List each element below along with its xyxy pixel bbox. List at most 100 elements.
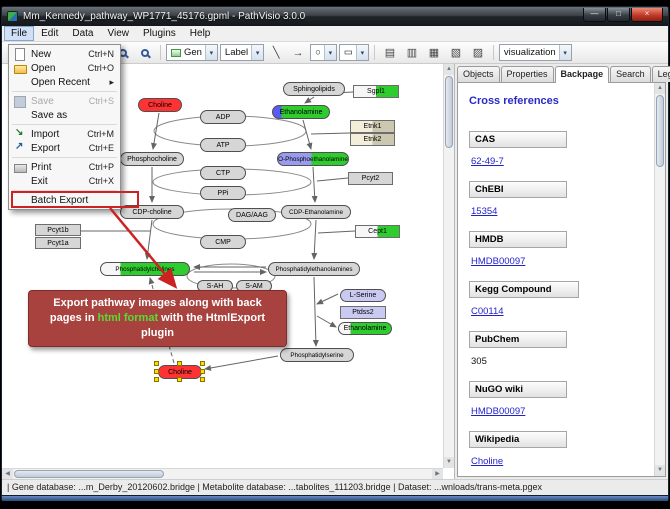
xref-value-chebi[interactable]: 15354 xyxy=(471,206,498,217)
tab-legend[interactable]: Legend xyxy=(651,66,670,82)
scrollbar-thumb[interactable] xyxy=(445,76,453,148)
label-combo[interactable]: Label▾ xyxy=(219,44,265,61)
pathway-node-ptdss2[interactable]: Ptdss2 xyxy=(340,306,386,319)
pathway-node-phosphocholine[interactable]: Phosphocholine xyxy=(120,152,184,166)
scrollbar-thumb[interactable] xyxy=(656,95,664,167)
selection-handle[interactable] xyxy=(200,369,205,374)
menu-file[interactable]: File xyxy=(4,26,35,41)
xref-section-hmdb[interactable]: HMDB xyxy=(469,231,567,248)
submenu-arrow-icon: ▸ xyxy=(109,76,114,87)
selection-handle[interactable] xyxy=(200,377,205,382)
scroll-down-icon[interactable]: ▼ xyxy=(655,465,665,476)
pathway-node-phosphatidylcholines[interactable]: Phosphatidylcholines xyxy=(100,262,190,276)
file-menu-item-open-recent[interactable]: Open Recent▸ xyxy=(9,75,120,89)
scroll-up-icon[interactable]: ▲ xyxy=(444,64,454,75)
xref-section-kegg-compound[interactable]: Kegg Compound xyxy=(469,281,579,298)
pathway-node-cdp-ethanolamine[interactable]: CDP-Ethanolamine xyxy=(281,205,351,219)
pathway-node-phosphatidylethanolamines[interactable]: Phosphatidylethanolamines xyxy=(268,262,360,276)
pathway-node-sphingolipids[interactable]: Sphingolipids xyxy=(283,82,345,96)
pathway-node-ethanolamine[interactable]: Ethanolamine xyxy=(272,105,330,119)
selection-handle[interactable] xyxy=(154,377,159,382)
pathway-node-cmp[interactable]: CMP xyxy=(200,235,246,249)
pathway-node-etnk2[interactable]: Etnk2 xyxy=(350,133,395,146)
menu-view[interactable]: View xyxy=(107,28,129,39)
maximize-button[interactable]: □ xyxy=(607,8,630,22)
scrollbar-thumb[interactable] xyxy=(14,470,164,478)
xref-value-cas[interactable]: 62-49-7 xyxy=(471,156,504,167)
pathway-node-etnk1[interactable]: Etnk1 xyxy=(350,120,395,133)
xref-section-cas[interactable]: CAS xyxy=(469,131,567,148)
xref-value-wikipedia[interactable]: Choline xyxy=(471,456,504,467)
tab-backpage[interactable]: Backpage xyxy=(554,66,610,83)
menu-help[interactable]: Help xyxy=(189,28,211,39)
pathway-node-phosphatidylserine[interactable]: Phosphatidylserine xyxy=(280,348,354,362)
xref-value-nugo-wiki[interactable]: HMDB00097 xyxy=(471,406,526,417)
canvas-vertical-scrollbar[interactable]: ▲ ▼ xyxy=(443,64,454,468)
xref-value-kegg-compound[interactable]: C00114 xyxy=(471,306,504,317)
scroll-down-icon[interactable]: ▼ xyxy=(444,457,454,468)
scroll-left-icon[interactable]: ◀ xyxy=(2,469,13,479)
scroll-right-icon[interactable]: ▶ xyxy=(432,469,443,479)
xref-section-nugo-wiki[interactable]: NuGO wiki xyxy=(469,381,567,398)
arrow-tool-button[interactable]: → xyxy=(292,46,304,59)
shape-combo[interactable]: ○▾ xyxy=(310,44,337,61)
xref-section-wikipedia[interactable]: Wikipedia xyxy=(469,431,567,448)
xref-section-chebi[interactable]: ChEBI xyxy=(469,181,567,198)
selection-handle[interactable] xyxy=(154,361,159,366)
minimize-button[interactable]: — xyxy=(583,8,606,22)
selection-handle[interactable] xyxy=(154,369,159,374)
tab-objects[interactable]: Objects xyxy=(457,66,500,82)
selection-handle[interactable] xyxy=(177,361,182,366)
pathway-node-dag-aag[interactable]: DAG/AAG xyxy=(228,208,276,222)
scroll-up-icon[interactable]: ▲ xyxy=(655,83,665,94)
menu-edit[interactable]: Edit xyxy=(41,28,59,39)
file-menu-item-save-as[interactable]: Save as xyxy=(9,108,120,122)
menu-data[interactable]: Data xyxy=(72,28,94,39)
tab-properties[interactable]: Properties xyxy=(500,66,554,82)
pathway-node-pcyt1a[interactable]: Pcyt1a xyxy=(35,237,81,249)
pathway-node-ctp[interactable]: CTP xyxy=(200,166,246,180)
align-top-button[interactable]: ▦ xyxy=(428,47,440,59)
pathway-node-cdp-choline[interactable]: CDP-choline xyxy=(120,205,184,219)
pathway-node-ppi[interactable]: PPi xyxy=(200,186,246,200)
selection-handle[interactable] xyxy=(177,377,182,382)
file-menu-item-batch-export[interactable]: Batch Export xyxy=(9,193,120,207)
visualization-combo[interactable]: visualization▾ xyxy=(498,44,572,61)
pathway-node-pcyt1b[interactable]: Pcyt1b xyxy=(35,224,81,236)
pathway-node-pcyt2[interactable]: Pcyt2 xyxy=(348,172,393,185)
canvas-horizontal-scrollbar[interactable]: ◀ ▶ xyxy=(2,468,443,479)
xref-value-hmdb[interactable]: HMDB00097 xyxy=(471,256,526,267)
line-tool-button[interactable]: ╲ xyxy=(272,47,280,59)
pathway-node-o-phosphoethanolamine[interactable]: O-Phosphoethanolamine xyxy=(277,152,349,166)
align-center-button[interactable]: ▥ xyxy=(406,47,418,59)
pathway-node-cept1[interactable]: Cept1 xyxy=(355,225,400,238)
pathway-node-sgpl1[interactable]: Sgpl1 xyxy=(353,85,399,98)
pathway-node-ethanolamine[interactable]: Ethanolamine xyxy=(338,322,392,335)
menu-shortcut: Ctrl+X xyxy=(88,176,114,186)
xref-section-pubchem[interactable]: PubChem xyxy=(469,331,567,348)
distribute-vertical-button[interactable]: ▨ xyxy=(472,47,484,59)
template-combo[interactable]: ▭▾ xyxy=(338,44,369,61)
pathway-node-atp[interactable]: ATP xyxy=(200,138,246,152)
datanode-combo[interactable]: Gen▾ xyxy=(165,44,218,61)
pathway-node-adp[interactable]: ADP xyxy=(200,110,246,124)
tab-search[interactable]: Search xyxy=(610,66,651,82)
selection-handle[interactable] xyxy=(200,361,205,366)
distribute-horizontal-button[interactable]: ▧ xyxy=(450,47,462,59)
callout-text: with the HtmlExport plugin xyxy=(141,312,266,339)
menu-plugins[interactable]: Plugins xyxy=(142,28,176,39)
pathway-node-choline[interactable]: Choline xyxy=(138,98,182,112)
pathway-node-l-serine[interactable]: L-Serine xyxy=(340,289,386,302)
chevron-down-icon: ▾ xyxy=(558,45,571,60)
zoom-active-button[interactable] xyxy=(135,44,155,62)
align-left-button[interactable]: ▤ xyxy=(384,47,396,59)
close-button[interactable]: × xyxy=(631,8,663,22)
backpage-scrollbar[interactable]: ▲ ▼ xyxy=(654,83,665,476)
